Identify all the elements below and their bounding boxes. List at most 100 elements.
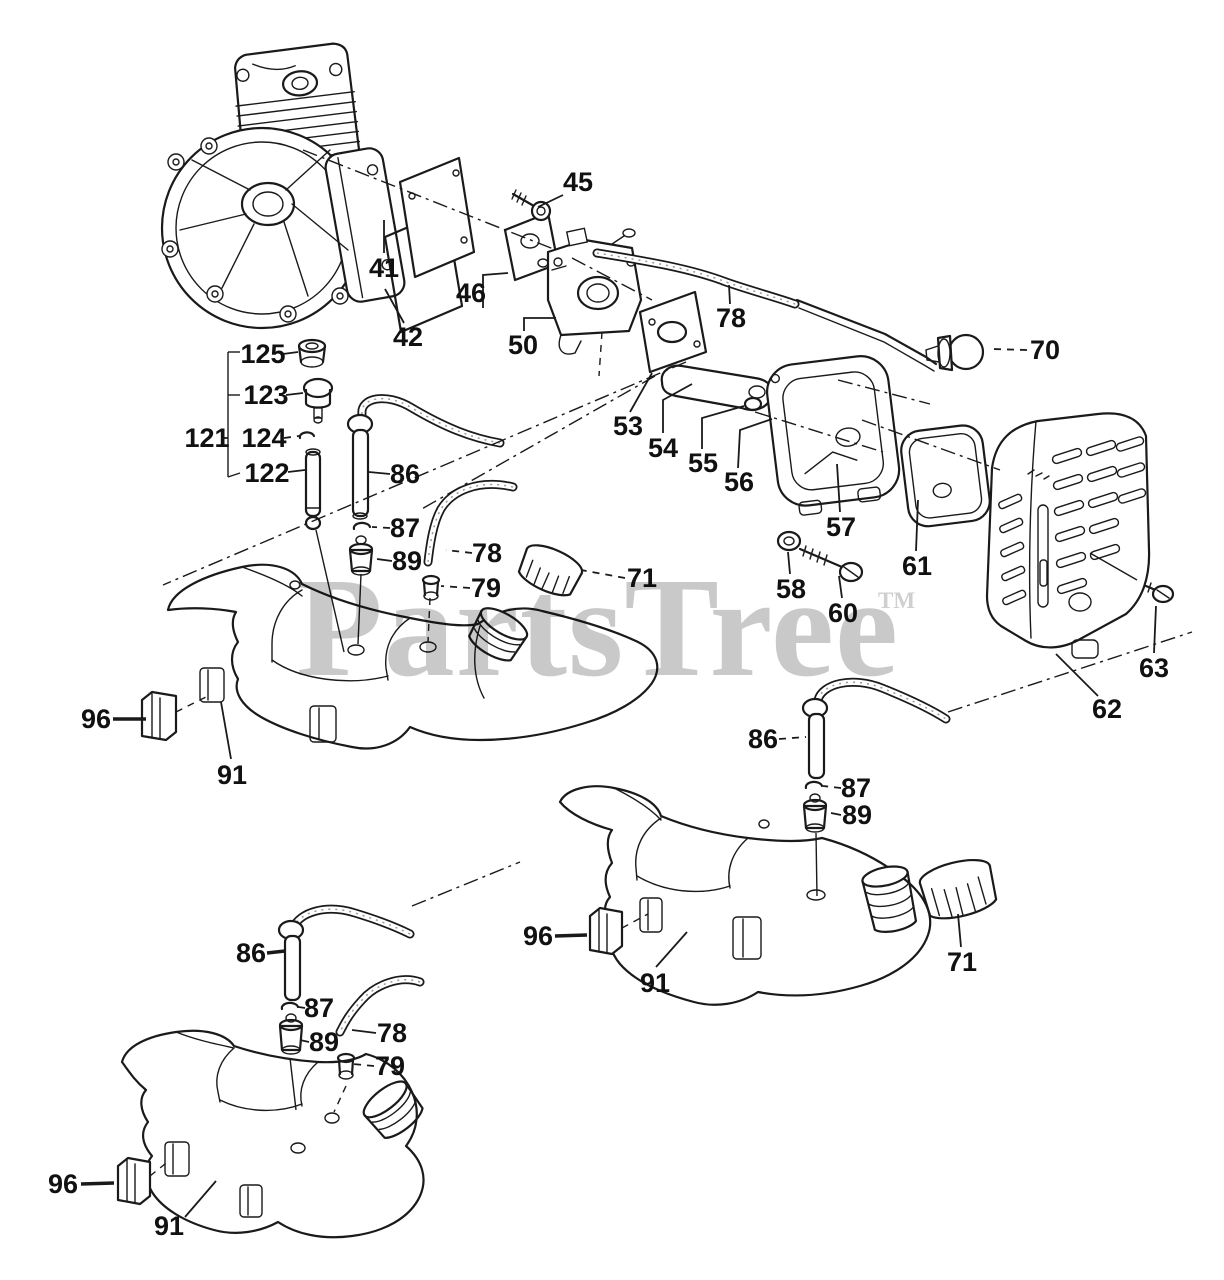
leader-line [838,575,843,599]
leader-line [629,372,653,413]
callout-label-87: 87 [304,993,334,1023]
construction-line [302,149,557,251]
callout-label-62: 62 [1092,694,1122,724]
construction-line [289,1057,297,1111]
pickup-tube-122 [304,448,322,531]
callout-label-56: 56 [724,467,754,497]
leader-line [836,463,841,513]
swivel-plate-54 [660,364,774,411]
callout-label-91: 91 [154,1211,184,1241]
construction-line [149,1159,171,1177]
leader-line [220,701,232,760]
fuel-tank-91-c [120,1029,425,1239]
leader-line [787,551,791,575]
callout-label-96: 96 [48,1169,78,1199]
primer-bulb-70 [925,333,985,372]
carburetor-50 [546,227,643,355]
leader-line [376,558,393,562]
leader-line [266,949,286,955]
callout-label-124: 124 [241,423,286,453]
fuel-pipe-86-a [346,394,505,520]
callout-label-57: 57 [826,512,856,542]
leader-line [991,348,1028,351]
tank-spout-b [861,865,918,933]
fuel-tank-91-a [166,563,659,750]
construction-line [315,529,345,653]
leader-line [282,351,299,355]
leader-line [915,499,919,552]
callout-label-96: 96 [81,704,111,734]
grommet-89-b [802,793,828,833]
engine-crankcase [160,126,406,330]
leader-line [957,913,962,948]
leader-line [384,288,405,324]
construction-line [815,832,818,897]
leader-line [445,549,473,554]
clip-87-a [352,521,372,531]
callout-label-71: 71 [947,947,977,977]
leader-line [701,405,745,449]
callout-label-86: 86 [236,938,266,968]
leader-line [80,1181,115,1186]
clip-87-b [804,780,824,790]
construction-line [411,861,521,907]
leader-line [299,1039,310,1043]
callout-label-78: 78 [377,1018,407,1048]
callout-label-46: 46 [456,278,486,308]
leader-line [440,585,471,589]
leader-line [184,1180,217,1218]
fuel-hose-78-b [423,479,518,567]
clamp-96-c [116,1156,152,1206]
leader-line [537,194,564,208]
callout-label-79: 79 [375,1051,405,1081]
callout-label-41: 41 [369,253,399,283]
callout-label-58: 58 [776,574,806,604]
insulator-block-46 [503,211,560,282]
tank-spout-a [468,607,529,662]
leader-line [580,569,626,579]
callout-label-79: 79 [471,573,501,603]
leader-line [554,933,588,938]
construction-line [947,631,1193,713]
construction-line [754,411,884,453]
fuel-hose-78-top [592,248,800,309]
gasket-plate-41 [398,156,476,279]
fuel-cap-71-a [517,544,584,597]
leader-line [352,1063,375,1067]
air-filter-element-61 [900,424,991,528]
callout-label-86: 86 [748,724,778,754]
screw-60 [798,545,864,583]
leader-line [662,383,693,433]
leader-line [482,272,509,308]
clip-124 [298,431,316,440]
leader-line [523,317,556,331]
fuel-tank-91-b [558,785,932,1006]
callout-label-89: 89 [392,546,422,576]
leader-line [655,931,688,968]
callout-label-89: 89 [309,1027,339,1057]
grommet-89-c [278,1013,304,1055]
leader-line [830,812,842,816]
callout-label-45: 45 [563,167,593,197]
leader-line [368,471,391,475]
callout-label-96: 96 [523,921,553,951]
leader-line [287,469,306,473]
grommet-89-a [348,535,374,576]
callout-label-125: 125 [240,339,285,369]
grommet-79-a [421,574,441,601]
cover-louvers [998,436,1147,606]
callout-label-122: 122 [244,458,289,488]
leader-line [351,1029,377,1034]
callout-label-78: 78 [716,303,746,333]
callout-label-42: 42 [393,322,423,352]
callout-label-87: 87 [841,773,871,803]
fuel-hose-78-c [335,975,425,1037]
leader-line [285,392,304,396]
clamp-96-a [140,690,178,742]
callout-label-50: 50 [508,330,538,360]
air-cleaner-cover-62 [985,412,1151,659]
construction-line [427,597,431,643]
